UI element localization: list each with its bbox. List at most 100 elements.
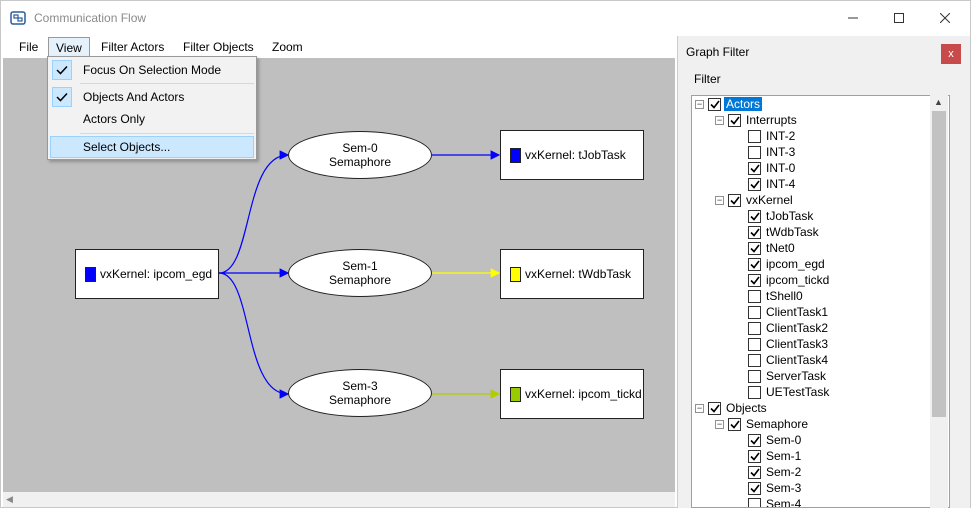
- collapse-icon[interactable]: −: [715, 194, 724, 205]
- tree-node[interactable]: − Semaphore: [715, 416, 810, 432]
- tree-checkbox[interactable]: [708, 401, 721, 415]
- collapse-icon[interactable]: −: [715, 114, 724, 125]
- menu-file[interactable]: File: [19, 40, 39, 54]
- tree-checkbox[interactable]: [748, 145, 761, 159]
- tree-node-label: tShell0: [766, 289, 803, 303]
- tree-checkbox[interactable]: [748, 305, 761, 319]
- actor-node-twdbtask[interactable]: vxKernel: tWdbTask: [500, 249, 644, 299]
- tree-checkbox[interactable]: [748, 385, 761, 399]
- horizontal-scrollbar[interactable]: ◀: [3, 492, 675, 507]
- scroll-up-icon[interactable]: ▲: [934, 97, 943, 107]
- tree-node-label: INT-0: [766, 161, 796, 175]
- title-bar: Communication Flow: [1, 1, 970, 35]
- menu-view[interactable]: View: [48, 37, 90, 57]
- tree-node[interactable]: −Interrupts: [715, 112, 799, 128]
- tree-checkbox[interactable]: [748, 273, 761, 287]
- graph-edges: [218, 150, 501, 399]
- object-node-sem-0[interactable]: Sem-0 Semaphore: [288, 131, 432, 179]
- menu-item-actors-only[interactable]: Actors Only: [50, 108, 254, 130]
- close-button[interactable]: [922, 1, 968, 35]
- tree-checkbox[interactable]: [748, 465, 761, 479]
- tree-checkbox[interactable]: [728, 113, 741, 127]
- collapse-icon[interactable]: −: [715, 418, 724, 429]
- minimize-button[interactable]: [830, 1, 876, 35]
- tree-node-label: Semaphore: [746, 417, 809, 431]
- tree-checkbox[interactable]: [708, 97, 721, 111]
- tree-checkbox[interactable]: [748, 225, 761, 239]
- tree-node[interactable]: tShell0: [748, 288, 805, 304]
- actor-node-tjobtask[interactable]: vxKernel: tJobTask: [500, 130, 644, 180]
- tree-node-label: Sem-2: [766, 465, 802, 479]
- graph-filter-panel: Graph Filter x Filter −Actors−Interrupts…: [677, 36, 970, 508]
- tree-checkbox[interactable]: [748, 289, 761, 303]
- tree-node[interactable]: ipcom_egd: [748, 256, 827, 272]
- tree-checkbox[interactable]: [748, 433, 761, 447]
- maximize-button[interactable]: [876, 1, 922, 35]
- menu-item-select-objects[interactable]: Select Objects...: [50, 136, 254, 158]
- tree-node[interactable]: −Actors: [695, 96, 763, 112]
- tree-checkbox[interactable]: [728, 193, 741, 207]
- tree-node[interactable]: INT-4: [748, 176, 797, 192]
- tree-node[interactable]: −vxKernel: [715, 192, 795, 208]
- tree-node[interactable]: tWdbTask: [748, 224, 821, 240]
- tree-checkbox[interactable]: [748, 369, 761, 383]
- tree-checkbox[interactable]: [748, 209, 761, 223]
- actor-color-swatch: [510, 147, 521, 163]
- menu-filter-actors[interactable]: Filter Actors: [101, 40, 165, 54]
- menu-item-objects-and-actors[interactable]: Objects And Actors: [50, 86, 254, 108]
- object-type: Semaphore: [328, 393, 392, 407]
- checkmark-icon: [52, 60, 72, 80]
- actor-node-ipcom-tickd[interactable]: vxKernel: ipcom_tickd: [500, 369, 644, 419]
- tree-node[interactable]: ServerTask: [748, 368, 828, 384]
- tree-checkbox[interactable]: [748, 257, 761, 271]
- tree-node[interactable]: − Objects: [695, 400, 769, 416]
- scroll-left-icon[interactable]: ◀: [6, 494, 13, 504]
- collapse-icon[interactable]: −: [695, 402, 704, 413]
- tree-node[interactable]: Sem-3: [748, 480, 803, 496]
- tree-node[interactable]: Sem-2: [748, 464, 803, 480]
- tree-node[interactable]: ClientTask2: [748, 320, 830, 336]
- tree-checkbox[interactable]: [748, 337, 761, 351]
- tree-node[interactable]: INT-0: [748, 160, 797, 176]
- tree-checkbox[interactable]: [748, 129, 761, 143]
- collapse-icon[interactable]: −: [695, 98, 704, 109]
- actor-node-label: vxKernel: tJobTask: [525, 148, 626, 162]
- tree-node-label: Objects: [726, 401, 767, 415]
- tree-node[interactable]: INT-3: [748, 144, 797, 160]
- scrollbar-thumb[interactable]: [932, 111, 946, 417]
- actor-node-label: vxKernel: ipcom_egd: [100, 267, 213, 281]
- menu-filter-objects[interactable]: Filter Objects: [183, 40, 254, 54]
- actor-color-swatch: [85, 266, 96, 282]
- tree-checkbox[interactable]: [748, 449, 761, 463]
- tree-node[interactable]: ClientTask3: [748, 336, 830, 352]
- object-node-sem-3[interactable]: Sem-3 Semaphore: [288, 369, 432, 417]
- edge-source-sem-3: [218, 272, 290, 399]
- vertical-scrollbar[interactable]: ▲: [930, 95, 948, 508]
- tree-node[interactable]: ClientTask1: [748, 304, 830, 320]
- actor-node-source[interactable]: vxKernel: ipcom_egd: [75, 249, 219, 299]
- checkmark-icon: [52, 87, 72, 107]
- tree-node[interactable]: tJobTask: [748, 208, 815, 224]
- tree-node[interactable]: Sem-0: [748, 432, 803, 448]
- object-node-sem-1[interactable]: Sem-1 Semaphore: [288, 249, 432, 297]
- tree-node[interactable]: UETestTask: [748, 384, 831, 400]
- menu-item-focus-on-selection[interactable]: Focus On Selection Mode: [50, 59, 254, 81]
- tree-checkbox[interactable]: [728, 417, 741, 431]
- tree-node[interactable]: ipcom_tickd: [748, 272, 831, 288]
- tree-checkbox[interactable]: [748, 241, 761, 255]
- tree-node[interactable]: Sem-4: [748, 496, 803, 507]
- tree-node[interactable]: Sem-1: [748, 448, 803, 464]
- tree-node[interactable]: tNet0: [748, 240, 797, 256]
- tree-checkbox[interactable]: [748, 161, 761, 175]
- menu-zoom[interactable]: Zoom: [272, 40, 303, 54]
- tree-checkbox[interactable]: [748, 353, 761, 367]
- tree-node[interactable]: INT-2: [748, 128, 797, 144]
- tree-node-label: ipcom_egd: [766, 257, 825, 271]
- tree-checkbox[interactable]: [748, 481, 761, 495]
- tree-checkbox[interactable]: [748, 177, 761, 191]
- panel-close-button[interactable]: x: [941, 44, 961, 64]
- tree-checkbox[interactable]: [748, 321, 761, 335]
- tree-node[interactable]: ClientTask4: [748, 352, 830, 368]
- tree-checkbox[interactable]: [748, 497, 761, 507]
